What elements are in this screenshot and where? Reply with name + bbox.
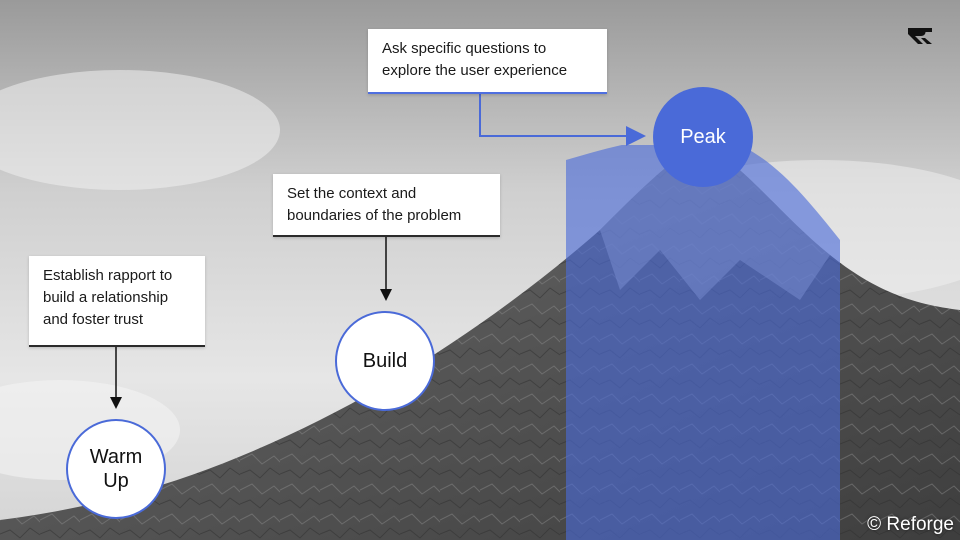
description-line: Set the context and bbox=[287, 185, 417, 202]
stage-label: Warm bbox=[89, 446, 143, 468]
description-line: explore the user experience bbox=[382, 62, 568, 79]
description-line: build a relationship bbox=[43, 289, 169, 306]
peak-description: Ask specific questions to explore the us… bbox=[368, 29, 607, 94]
peak-connector bbox=[479, 94, 646, 146]
build-description: Set the context and boundaries of the pr… bbox=[273, 174, 500, 237]
peak-highlight-band bbox=[566, 145, 840, 540]
warm-up-stage-node: Warm Up bbox=[66, 419, 166, 519]
description-line: Establish rapport to bbox=[43, 267, 173, 284]
description-line: boundaries of the problem bbox=[287, 207, 462, 224]
stage-label: Peak bbox=[680, 126, 726, 148]
copyright-text: © Reforge bbox=[867, 514, 954, 535]
warm-up-description: Establish rapport to build a relationshi… bbox=[29, 256, 205, 347]
description-line: Ask specific questions to bbox=[382, 40, 547, 57]
stage-label: Build bbox=[362, 350, 408, 372]
build-stage-node: Build bbox=[335, 311, 435, 411]
peak-stage-node: Peak bbox=[653, 87, 753, 187]
cloud bbox=[0, 70, 280, 190]
stage-label: Up bbox=[103, 470, 129, 492]
reforge-logo-icon bbox=[908, 28, 932, 44]
description-line: and foster trust bbox=[43, 311, 144, 328]
